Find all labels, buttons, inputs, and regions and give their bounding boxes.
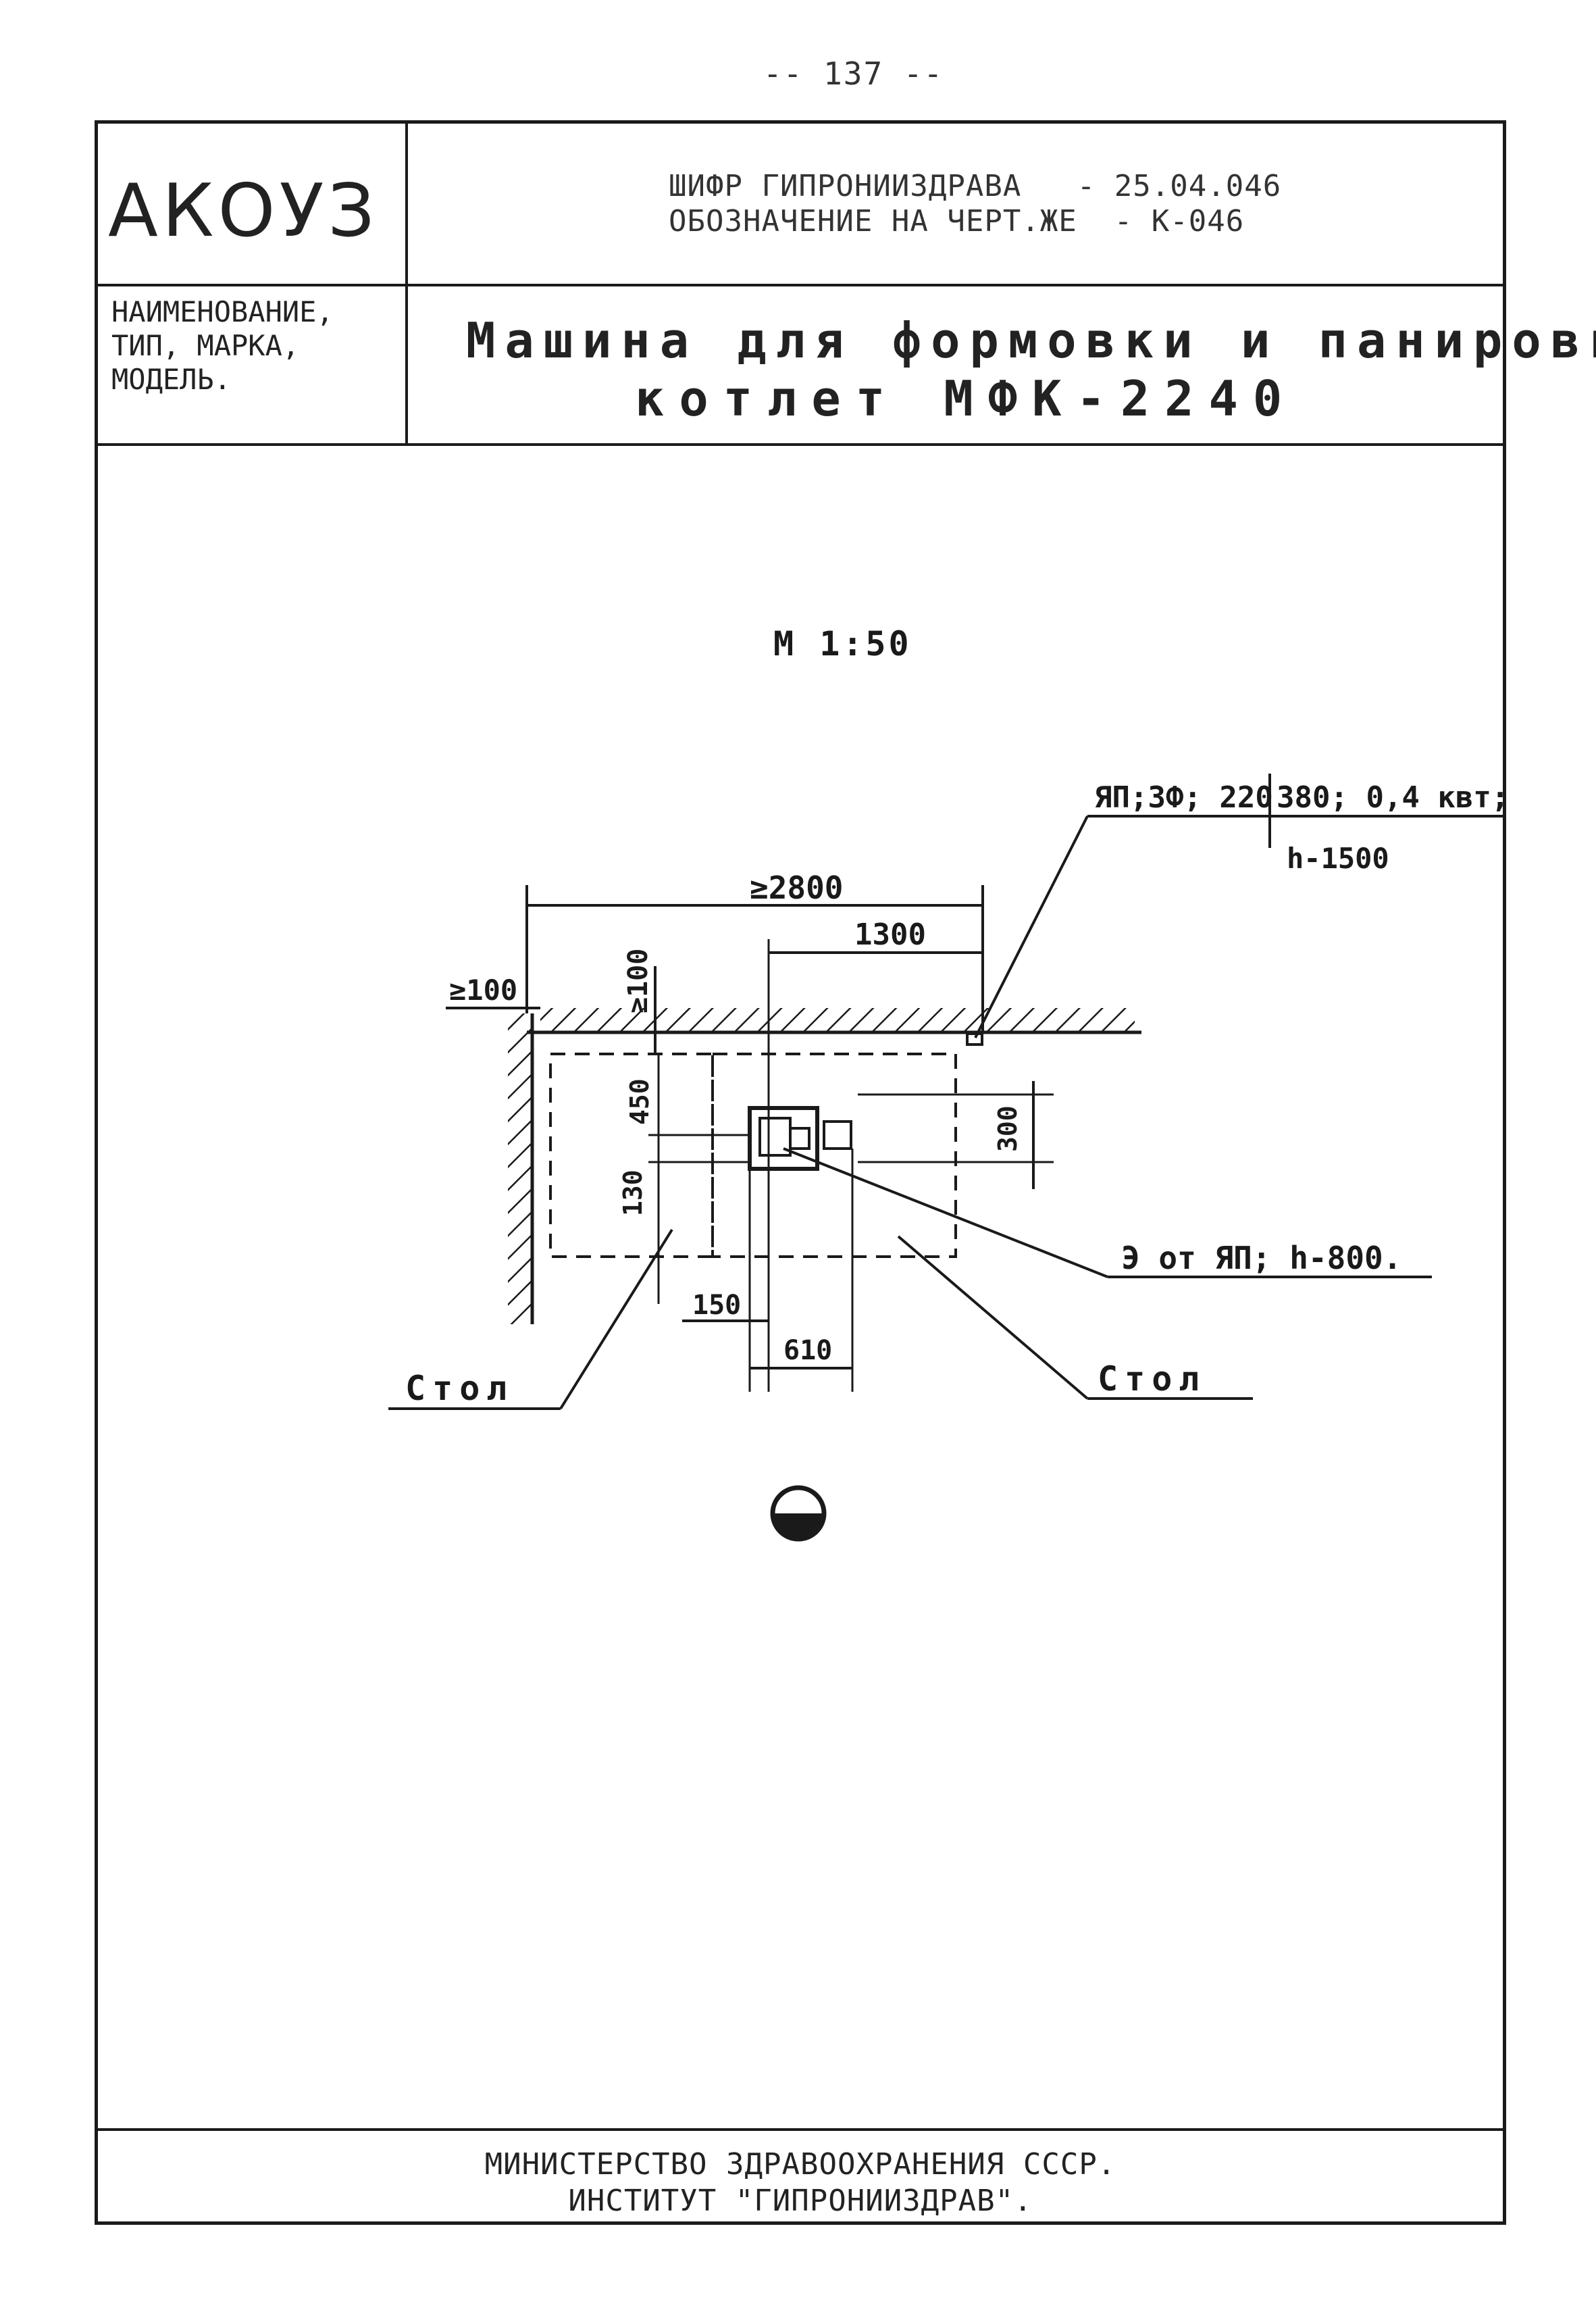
machine-body (748, 1106, 819, 1171)
name-label-1: НАИМЕНОВАНИЕ, (111, 295, 334, 328)
grounding-symbol-icon (770, 1485, 827, 1542)
header-column-divider (405, 120, 408, 445)
dim-130-label: 130 (618, 1169, 648, 1216)
machine-motor (789, 1127, 810, 1150)
wall-top-hatch (540, 1008, 1135, 1032)
dim-side-label: ≥100 (449, 974, 517, 1007)
header-divider (95, 284, 1506, 286)
title-divider (95, 443, 1506, 446)
dim-300-label: 300 (993, 1105, 1023, 1152)
dim-1300-label: 1300 (854, 917, 926, 952)
power-spec-1: ЯП;3Ф; 220 (1094, 780, 1273, 815)
table-right-label: Стол (1098, 1359, 1206, 1399)
power-height: h-1500 (1287, 842, 1389, 875)
footer-divider (95, 2128, 1506, 2131)
dim-total-label: ≥2800 (750, 870, 843, 906)
table-right-outline (711, 1053, 957, 1258)
scale-label: М 1:50 (773, 624, 912, 663)
logo: АКОУЗ (108, 169, 379, 253)
name-label-2: ТИП, МАРКА, (111, 329, 300, 362)
name-label-3: МОДЕЛЬ. (111, 363, 232, 396)
page-number: -- 137 -- (763, 55, 944, 92)
footer-institute: ИНСТИТУТ "ГИПРОНИИЗДРАВ". (568, 2184, 1033, 2218)
table-left-label: Стол (405, 1369, 513, 1408)
machine-outlet (823, 1120, 852, 1150)
dim-150-label: 150 (692, 1290, 741, 1321)
code-line-2: ОБОЗНАЧЕНИЕ НА ЧЕРТ.ЖЕ - К-046 (669, 204, 1245, 238)
dim-top-label: ≥100 (623, 949, 654, 1013)
wall-left-hatch (508, 1013, 532, 1324)
footer-ministry: МИНИСТЕРСТВО ЗДРАВООХРАНЕНИЯ СССР. (484, 2147, 1116, 2182)
title-line-2: котлет МФК-2240 (635, 370, 1297, 427)
power-spec-2: 380; 0,4 квт; (1277, 780, 1509, 815)
power-socket (966, 1032, 983, 1046)
dim-450-label: 450 (625, 1078, 654, 1125)
title-line-1: Машина для формовки и панировки (466, 312, 1596, 369)
drawing-frame (95, 120, 1506, 2225)
ground-note: Э от ЯП; h-800. (1121, 1240, 1401, 1276)
table-left-outline (549, 1053, 714, 1258)
code-line-1: ШИФР ГИПРОНИИЗДРАВА - 25.04.046 (669, 169, 1282, 203)
dim-610-label: 610 (783, 1335, 832, 1366)
